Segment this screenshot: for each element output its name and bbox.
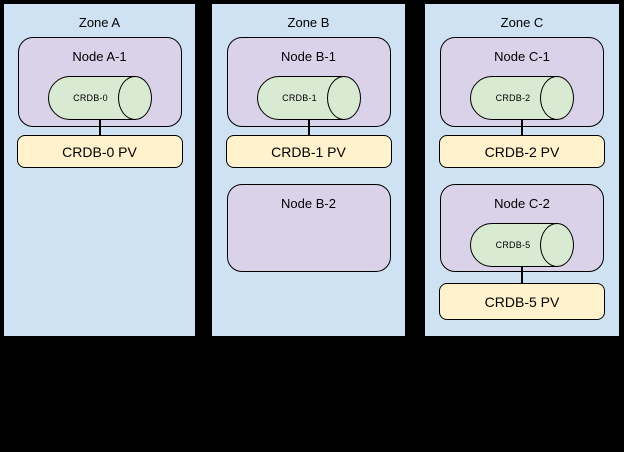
zone-a: Zone A Node A-1 CRDB-0 CRDB-0 PV xyxy=(2,2,197,338)
connector-line xyxy=(307,119,310,136)
pod-crdb-1-label: CRDB-1 xyxy=(282,93,317,103)
node-c2: Node C-2 CRDB-5 xyxy=(440,184,604,272)
cylinder-cap xyxy=(540,76,574,120)
connector-line xyxy=(98,119,101,136)
pv-crdb-2: CRDB-2 PV xyxy=(439,135,605,168)
zone-c-label: Zone C xyxy=(500,15,544,30)
cylinder-cap xyxy=(117,76,152,120)
zone-a-label: Zone A xyxy=(78,15,121,30)
pv-crdb-5: CRDB-5 PV xyxy=(439,283,605,320)
node-c1: Node C-1 CRDB-2 xyxy=(440,37,604,127)
zone-b-label: Zone B xyxy=(287,15,330,30)
node-b1-label: Node B-1 xyxy=(281,49,336,64)
node-a1-label: Node A-1 xyxy=(72,49,127,64)
pod-crdb-0-cylinder-icon: CRDB-0 xyxy=(47,76,152,120)
cylinder-cap xyxy=(540,223,574,267)
node-b1: Node B-1 CRDB-1 xyxy=(226,37,391,127)
pod-crdb-1-cylinder-icon: CRDB-1 xyxy=(256,76,361,120)
pod-crdb-2-cylinder-icon: CRDB-2 xyxy=(470,76,574,120)
zone-c: Zone C Node C-1 CRDB-2 CRDB-2 PV Node C-… xyxy=(423,2,621,338)
pod-crdb-5-cylinder-icon: CRDB-5 xyxy=(470,223,574,267)
node-c2-label: Node C-2 xyxy=(494,196,550,211)
node-c1-label: Node C-1 xyxy=(494,49,550,64)
pod-crdb-0-label: CRDB-0 xyxy=(73,93,108,103)
zone-b: Zone B Node B-1 CRDB-1 CRDB-1 PV Node B-… xyxy=(210,2,407,338)
connector-line xyxy=(521,266,523,284)
node-b2: Node B-2 xyxy=(226,184,391,272)
pod-crdb-5-label: CRDB-5 xyxy=(495,240,531,250)
node-a1: Node A-1 CRDB-0 xyxy=(17,37,182,127)
pod-crdb-2-label: CRDB-2 xyxy=(495,93,531,103)
pv-crdb-1: CRDB-1 PV xyxy=(225,135,392,168)
pv-crdb-0: CRDB-0 PV xyxy=(16,135,183,168)
connector-line xyxy=(521,119,523,136)
node-b2-label: Node B-2 xyxy=(281,196,336,211)
cylinder-cap xyxy=(326,76,361,120)
